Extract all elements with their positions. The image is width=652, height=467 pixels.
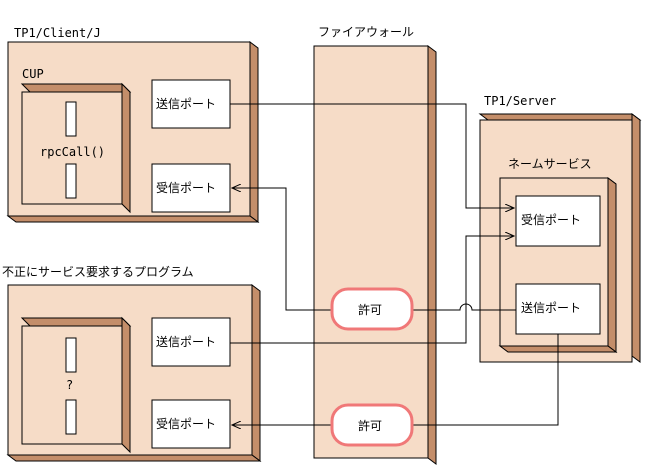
rogue-lifeline-bottom	[65, 399, 77, 435]
lifeline-bottom	[65, 163, 77, 199]
server-recv-port	[515, 195, 601, 247]
server-send-port	[515, 283, 601, 335]
rogue-lifeline-top	[65, 337, 77, 373]
rogue-process	[20, 316, 132, 454]
firewall-node	[313, 45, 437, 465]
client-send-port	[151, 79, 231, 129]
rogue-recv-port	[151, 399, 231, 449]
wire-rogue-send-to-server	[230, 236, 514, 344]
rogue-recv-port-label: 受信ポート	[156, 417, 216, 431]
cup-process	[20, 82, 132, 214]
rogue-send-port	[151, 317, 231, 367]
allow-badge-lower-label: 許可	[358, 419, 382, 433]
server-send-port-label: 送信ポート	[521, 300, 581, 315]
server-title: TP1/Server	[484, 94, 556, 108]
lifeline-top	[65, 101, 77, 137]
name-service-title: ネームサービス	[508, 157, 592, 171]
server-recv-port-label: 受信ポート	[521, 213, 581, 227]
allow-badge-upper-label: 許可	[358, 303, 382, 317]
client-send-port-label: 送信ポート	[156, 96, 216, 111]
wire-client-send-to-server	[230, 103, 514, 208]
cup-label: CUP	[22, 67, 44, 81]
firewall-title: ファイアウォール	[318, 25, 414, 39]
rogue-call-label: ?	[66, 378, 73, 392]
wire-server-reply-to-client	[232, 188, 516, 311]
rogue-send-port-label: 送信ポート	[156, 334, 216, 349]
allow-badge-lower	[330, 403, 414, 447]
rpc-call-label: rpcCall()	[40, 145, 105, 159]
allow-badge-upper	[330, 287, 414, 331]
rogue-node-title: 不正にサービス要求するプログラム	[2, 265, 194, 279]
wire-server-reply-to-rogue	[232, 334, 559, 425]
client-node-title: TP1/Client/J	[14, 26, 101, 40]
client-recv-port-label: 受信ポート	[156, 181, 216, 195]
